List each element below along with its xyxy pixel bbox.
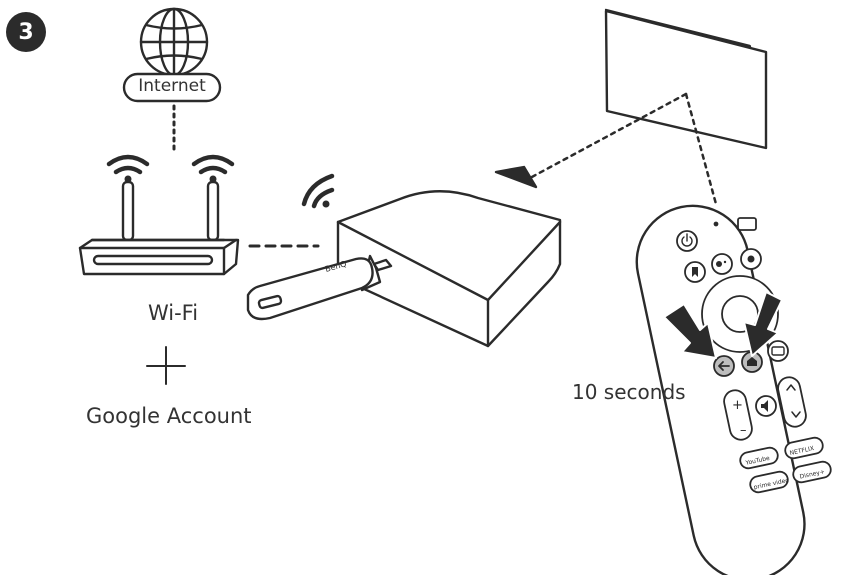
- wifi-icon: [301, 173, 335, 209]
- youtube-key: [739, 446, 779, 470]
- internet-badge: [122, 72, 222, 103]
- signal-path: [528, 92, 688, 180]
- internet-label: Internet: [138, 76, 206, 96]
- wifi-router: [78, 180, 240, 276]
- svg-text:+: +: [732, 398, 743, 413]
- wifi-label: Wi-Fi: [147, 301, 199, 325]
- remote-buttons: + –: [676, 217, 832, 494]
- netflix-key-label: NETFLIX: [789, 445, 815, 457]
- step-number-badge: 3: [6, 12, 46, 52]
- tv-icon: [767, 340, 789, 362]
- volume-rocker: [723, 389, 753, 441]
- prime-video-key: [749, 470, 789, 494]
- disney-key: [792, 460, 832, 484]
- signal-arrowhead: [494, 165, 538, 189]
- google-account-label: Google Account: [86, 404, 252, 428]
- wifi-icon: [106, 154, 235, 175]
- streaming-box: [336, 190, 562, 348]
- globe-icon: [139, 7, 209, 77]
- press-arrow: [663, 303, 717, 359]
- svg-text:–: –: [740, 423, 747, 438]
- plus-icon: [146, 346, 186, 385]
- usb-dongle: [246, 254, 393, 321]
- input-icon: [737, 217, 757, 231]
- signal-path: [684, 92, 718, 206]
- hold-duration-label: 10 seconds: [572, 380, 686, 404]
- press-arrow: [743, 291, 783, 357]
- netflix-key: [784, 436, 824, 460]
